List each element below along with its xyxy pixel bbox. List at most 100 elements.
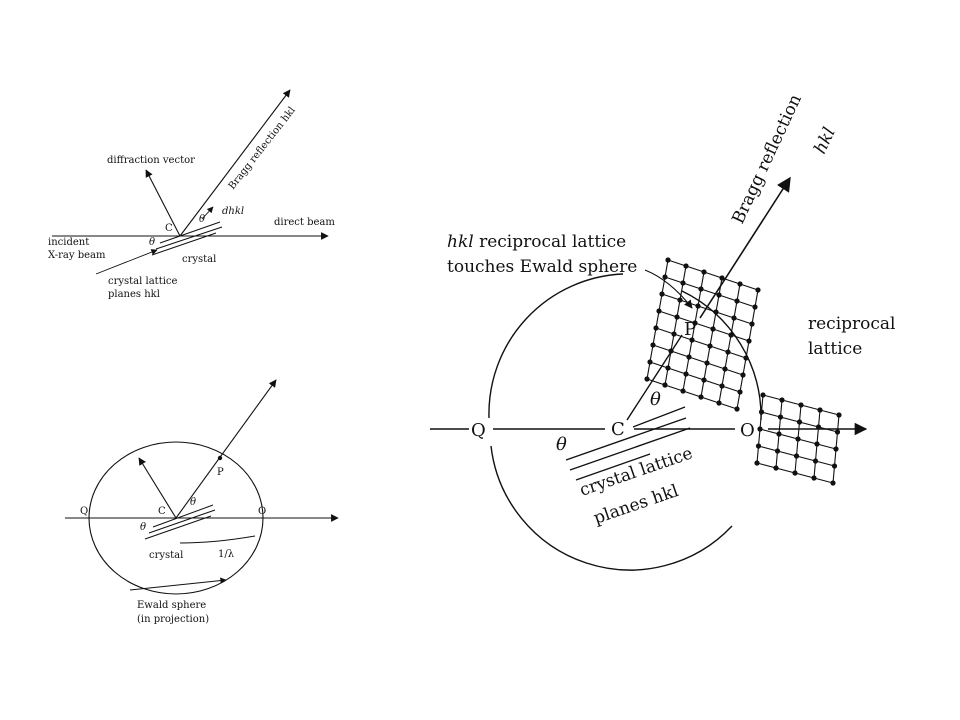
origin-c-label: C [165,223,173,234]
point-o-label: O [258,506,266,517]
lattice-upper-node [656,308,662,314]
lattice-upper-node [650,342,656,348]
lattice-lower-node [792,470,798,476]
point-p-dot [217,455,223,461]
lattice-upper-node [707,343,713,349]
lattice-upper-node [677,297,683,303]
theta-lower-label: θ [140,522,146,533]
d-spacing-arrow [201,206,214,220]
ewald-pointer-arrow [129,577,227,591]
lattice-upper-column-line [646,259,669,380]
lattice-upper-node [710,326,716,332]
lattice-upper-node [692,320,698,326]
lattice-upper-node [695,303,701,309]
bragg-hkl-label: hkl [810,124,839,157]
lattice-upper-node [662,274,668,280]
crystal-planes [151,221,223,256]
reflected-beam-arrow [175,379,277,519]
lattice-upper-node [674,314,680,320]
lattice-lower-node [774,448,781,454]
lattice-lower-node [833,446,839,452]
lattice-lower-node [793,453,800,459]
lattice-upper-node [719,275,725,281]
lattice-upper-node [719,383,725,389]
crystal-label: crystal [182,254,216,265]
lattice-upper-node [698,286,704,292]
touch-label-line2: touches Ewald sphere [447,257,637,277]
lattice-upper-node [683,263,689,269]
lattice-upper-node [737,389,743,395]
lattice-upper-node [653,325,659,331]
lattice-upper-node [743,355,749,361]
lattice-upper-node [713,309,719,315]
lattice-upper-node [680,388,686,394]
lattice-lower-node [755,443,762,449]
lattice-lower-node [815,424,822,430]
radius-brace [179,535,256,544]
lattice-upper-node [722,366,728,372]
lattice-upper-row-line [661,293,753,325]
lattice-upper-node [740,372,746,378]
lattice-upper-node [683,371,689,377]
lattice-upper-node [728,332,734,338]
lattice-upper-node [716,400,722,406]
lattice-lower-node [811,475,817,481]
point-p-label: P [217,467,224,478]
lattice-lower-node [812,458,819,464]
crystal-label: crystal [149,550,183,561]
incident-label-line1: incident [48,237,89,248]
lattice-upper-node [665,257,671,263]
lattice-upper-node [671,331,677,337]
lattice-upper-node [701,377,707,383]
theta-incident-label: θ [149,237,155,248]
lattice-upper-row-line [652,344,744,376]
lattice-lower-node [817,407,823,413]
ewald-label-line1: Ewald sphere [137,600,206,611]
lattice-upper-node [698,394,704,400]
point-o-label: O [740,420,755,441]
bragg-geometry-panel: diffraction vector Bragg reflection hkl … [48,89,335,300]
reciprocal-label-line1: reciprocal [808,314,895,334]
lattice-upper-column-line [736,289,759,410]
inverse-lambda-label: 1/λ [218,549,235,560]
lattice-upper-node [731,315,737,321]
bragg-reflection-label: Bragg reflection hkl [227,105,298,192]
theta-lower-label: θ [556,434,567,455]
lattice-lower-node [776,431,782,437]
lattice-upper-node [704,360,710,366]
lattice-lower-node [796,419,803,425]
lattice-upper-node [647,359,653,365]
crystal-planes-large [565,406,691,481]
bragg-reflection-arrow [179,89,291,237]
lattice-upper-node [659,291,665,297]
bragg-reflection-label: Bragg reflection [728,91,806,227]
theta-upper-label: θ [650,389,661,410]
lattice-upper-node [689,337,695,343]
lattice-lower-node [836,412,842,418]
lattice-upper-row-line [664,276,756,308]
lattice-upper-node [752,304,758,310]
lattice-upper-node [686,354,692,360]
lattice-upper-row-line [646,378,738,410]
lattice-upper-node [668,348,674,354]
lattice-lower-node [830,480,836,486]
lattice-upper-node [734,406,740,412]
lattice-lower-node [831,463,838,469]
lattice-lower-node [754,460,760,466]
lattice-lower-node [834,429,841,435]
lattice-upper-node [665,365,671,371]
lattice-upper-node [737,281,743,287]
lattice-lower-node [795,436,801,442]
lattice-lower-node [779,397,785,403]
reciprocal-lattice-grid [644,257,842,486]
bragg-reflection-arrow [699,176,791,319]
theta-upper-label: θ [190,497,196,508]
lattice-lower-node [757,426,763,432]
lattice-lower-node [777,414,784,420]
reciprocal-lattice-panel: Bragg reflection hkl hkl reciprocal latt… [430,91,895,571]
center-c-label: C [611,419,625,440]
touch-label-line1: hkl reciprocal lattice [447,232,626,252]
direct-beam-label: direct beam [274,217,335,228]
lattice-lower-node [798,402,804,408]
